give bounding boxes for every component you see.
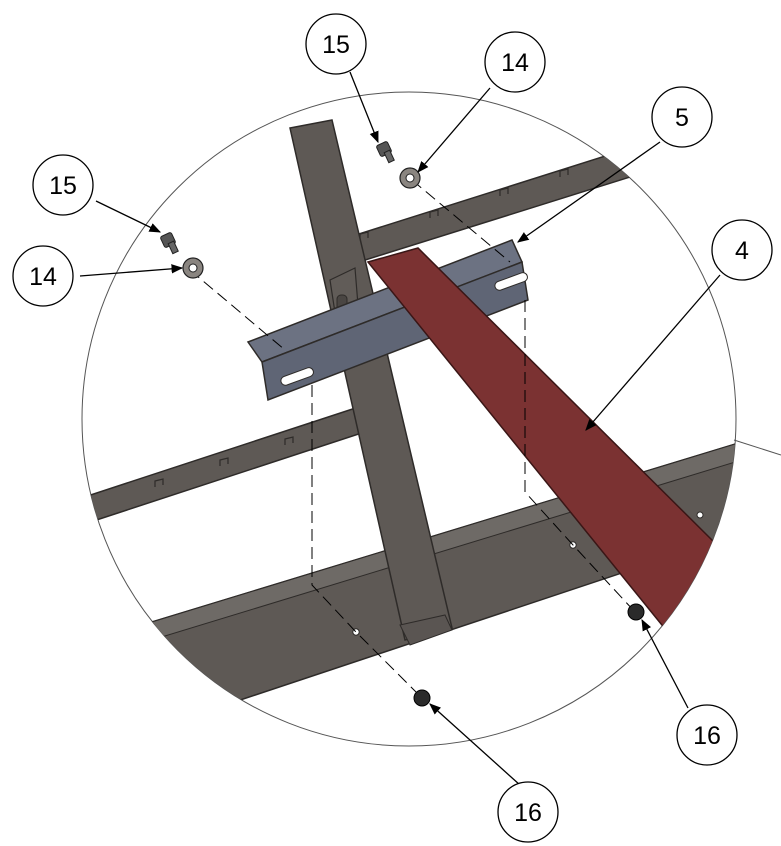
- bracket-slot-right: [494, 272, 528, 291]
- washer-14-right: [399, 167, 421, 189]
- vertical-frame-leg: [289, 119, 453, 641]
- leader-arrows: [79, 71, 721, 786]
- callout-15-top: 15: [305, 13, 367, 75]
- upper-rail-notches: [359, 168, 569, 240]
- callout-label: 16: [693, 722, 721, 750]
- nut-16-bottom: [413, 689, 431, 707]
- washer-14-left: [182, 257, 204, 279]
- leg-foot-plate: [399, 614, 453, 646]
- callout-label: 16: [514, 799, 542, 827]
- bolt-15-left: [160, 232, 179, 255]
- callout-label: 14: [29, 263, 57, 291]
- callout-label: 5: [675, 104, 689, 132]
- callout-label: 15: [49, 172, 77, 200]
- callout-5: 5: [651, 86, 713, 148]
- nut-16-right: [627, 603, 645, 621]
- callout-4: 4: [711, 219, 773, 281]
- callout-label: 15: [322, 31, 350, 59]
- callout-label: 14: [501, 49, 529, 77]
- callout-14-top: 14: [484, 31, 546, 93]
- callout-label: 4: [735, 237, 749, 265]
- detail-leader-line: [733, 439, 781, 456]
- bolt-15-right: [376, 141, 395, 164]
- lower-rail-notches: [154, 436, 294, 487]
- callout-16-right: 16: [676, 704, 738, 766]
- assembly-parts: [82, 119, 736, 746]
- callout-16-bottom: 16: [497, 781, 559, 843]
- rail-hole: [696, 511, 704, 519]
- callout-15-left: 15: [32, 154, 94, 216]
- callout-14-left: 14: [12, 245, 74, 307]
- bracket-slot-left: [280, 367, 314, 386]
- assembly-lines: [189, 179, 636, 699]
